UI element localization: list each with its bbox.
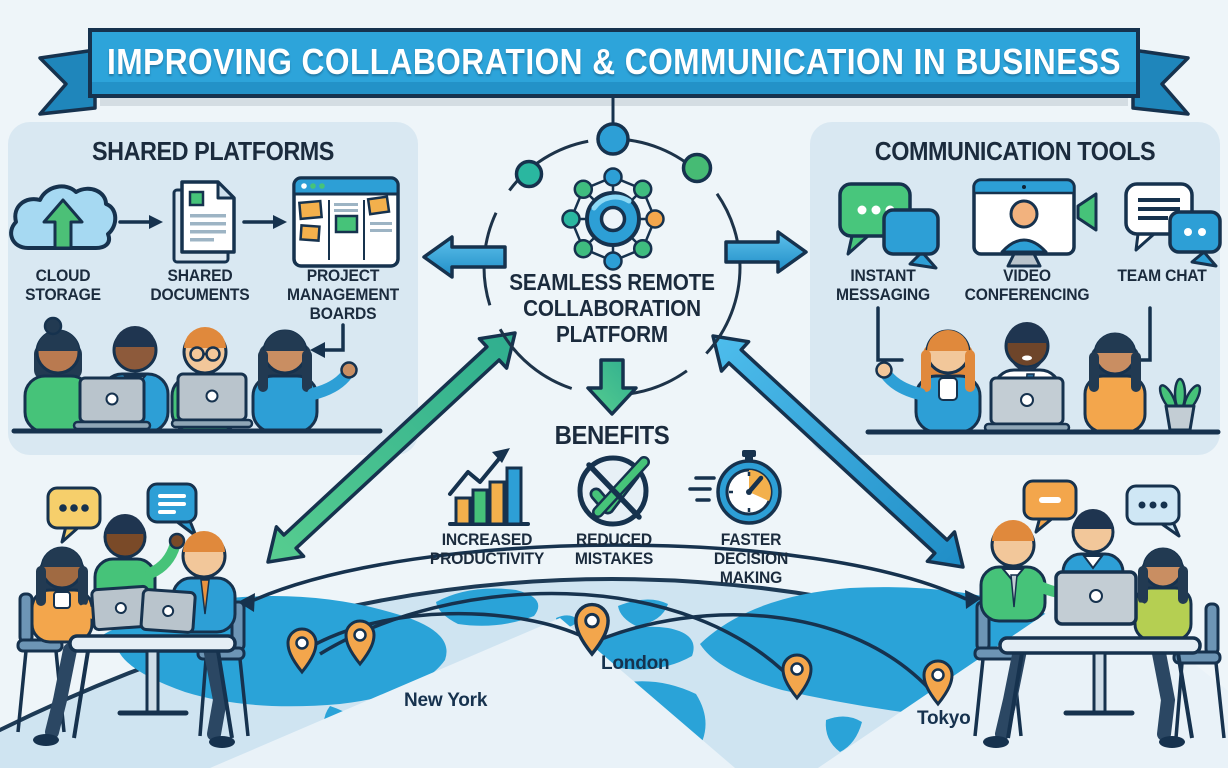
boards-hook-arrow [310,323,345,358]
remote-team-right-illustration [973,479,1226,748]
instant-messaging-icon [838,182,940,270]
faster-decision-making-label: FASTER DECISION MAKING [713,530,789,588]
cloud-upload-icon [9,184,118,250]
shared-platforms-title: SHARED PLATFORMS [92,136,334,166]
map-pin-icon [286,602,954,707]
page-title: IMPROVING COLLABORATION & COMMUNICATION … [107,41,1121,82]
platform-label-line3: PLATFORM [555,321,668,347]
left-exchange-arrow [266,331,517,564]
shared-platforms-team-illustration [11,316,383,434]
video-conferencing-label: VIDEO CONFERENCING [964,266,1090,305]
cloud-storage-label: CLOUD STORAGE [25,266,101,305]
no-mistakes-icon [577,455,650,527]
light-wedge-right [818,582,1228,768]
increased-productivity-label: INCREASED PRODUCTIVITY [429,530,545,569]
team-chat-label: TEAM CHAT [1117,266,1207,285]
city-label-tokyo: Tokyo [917,708,971,729]
platform-label: SEAMLESS REMOTE COLLABORATION PLATFORM [500,269,725,347]
right-exchange-arrow [711,334,965,569]
flow-arrow [242,215,287,229]
team-chat-icon [1124,182,1222,268]
network-hub-icon [561,167,665,271]
platform-label-line1: SEAMLESS REMOTE [509,269,715,295]
video-conferencing-icon [972,178,1098,268]
connection-arcs [238,543,982,696]
arrow-to-shared-platforms [422,235,507,279]
arrow-to-communication-tools [724,230,808,274]
stopwatch-icon [688,450,782,525]
communication-tools-team-illustration [865,322,1221,435]
growth-chart-icon [448,448,530,526]
city-label-london: London [601,653,670,674]
arrow-to-benefits [586,358,638,416]
flow-arrow [118,215,163,229]
shared-document-icon [172,180,236,264]
instant-messaging-label: INSTANT MESSAGING [836,266,930,305]
reduced-mistakes-label: REDUCED MISTAKES [574,530,654,569]
remote-team-left-illustration [16,482,250,748]
light-wedge-left [210,618,735,768]
city-label-new-york: New York [404,690,488,711]
speech-bubble-dots-icon [46,486,102,544]
kanban-board-icon [292,176,400,268]
speech-bubble-lines-icon [146,482,198,538]
communication-tools-title: COMMUNICATION TOOLS [874,136,1156,166]
benefits-title: BENEFITS [554,420,670,450]
platform-label-line2: COLLABORATION [523,295,701,321]
project-management-boards-label: PROJECT MANAGEMENT BOARDS [287,266,399,324]
title-banner [38,28,1190,116]
shared-documents-label: SHARED DOCUMENTS [150,266,250,305]
speech-bubble-dash-icon [1022,479,1078,534]
speech-bubble-dots-icon [1125,484,1181,538]
